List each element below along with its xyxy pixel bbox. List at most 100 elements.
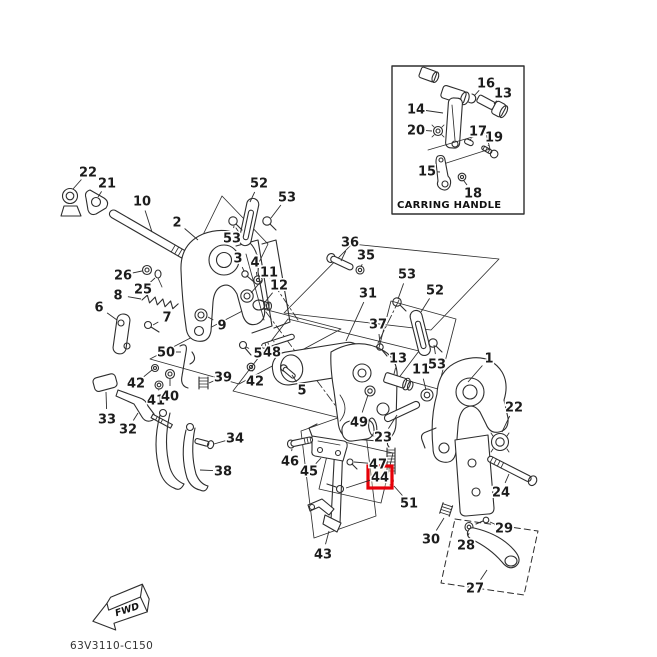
part-33-cap-art — [92, 373, 118, 392]
part-label-22: 22 — [79, 166, 97, 181]
leader-line-3 — [241, 266, 245, 272]
leader-line-11 — [422, 378, 427, 391]
part-41-nut-art — [154, 380, 164, 390]
part-label-24: 24 — [492, 486, 510, 501]
leader-line-24 — [504, 473, 510, 484]
part-30-spring-art — [439, 502, 454, 517]
leader-line-52 — [249, 191, 256, 203]
part-16-ring-art — [467, 93, 477, 104]
leader-line-2 — [184, 228, 199, 241]
leader-line-39 — [208, 380, 214, 384]
part-22-nut-art — [490, 432, 510, 453]
part-13-bushing-art — [383, 372, 414, 391]
part-label-53: 53 — [428, 358, 446, 373]
part-label-42: 42 — [127, 377, 145, 392]
part-label-48: 48 — [263, 346, 281, 361]
part-label-43: 43 — [314, 548, 332, 563]
part-20-nut-art — [431, 124, 445, 138]
part-38-stand-art — [155, 408, 209, 492]
part-label-20: 20 — [407, 124, 425, 139]
part-52-clip-art — [409, 309, 431, 357]
leader-line-19 — [487, 145, 489, 147]
inset-title: CARRING HANDLE — [397, 200, 501, 211]
part-label-17: 17 — [469, 125, 487, 140]
part-label-42: 42 — [246, 375, 264, 390]
leader-line-21 — [97, 191, 102, 198]
part-39-spring-art — [198, 376, 209, 390]
leader-line-16 — [473, 89, 480, 97]
leader-line-33 — [105, 391, 108, 410]
leader-line-30 — [435, 517, 445, 531]
part-3-screw-art — [241, 270, 255, 283]
part-label-15: 15 — [418, 165, 436, 180]
leader-line-36 — [340, 250, 347, 262]
leader-line-17 — [469, 138, 472, 141]
part-18-ring-art — [457, 172, 467, 182]
part-36-bolt-art — [326, 253, 354, 271]
leader-line-10 — [144, 210, 153, 233]
leader-line-26 — [132, 270, 143, 274]
leader-line-29 — [489, 521, 495, 525]
part-29-screw-art — [475, 516, 490, 525]
part-label-21: 21 — [98, 177, 116, 192]
part-code-label: 63V3110-C150 — [70, 640, 153, 652]
leader-line-53 — [433, 344, 436, 355]
leader-line-28 — [467, 532, 470, 536]
part-label-41: 41 — [147, 394, 165, 409]
part-15-lever-art — [435, 154, 452, 191]
part-label-35: 35 — [357, 249, 375, 264]
part-label-11: 11 — [260, 266, 278, 281]
part-label-29: 29 — [495, 522, 513, 537]
part-label-49: 49 — [350, 416, 368, 431]
leader-line-4 — [255, 271, 258, 277]
inset-bushing-art — [418, 66, 440, 84]
part-label-47: 47 — [369, 458, 387, 473]
part-label-37: 37 — [369, 318, 387, 333]
leader-line-13 — [393, 367, 397, 375]
part-label-8: 8 — [113, 289, 122, 304]
leader-line-22 — [72, 179, 82, 190]
part-9-grommet-art — [194, 308, 208, 322]
part-label-9: 9 — [217, 319, 226, 334]
fwd-arrow: FWD — [92, 583, 150, 631]
highlight-box[interactable] — [366, 464, 394, 490]
part-5-screw-art — [238, 340, 252, 356]
part-label-34: 34 — [226, 432, 244, 447]
part-label-23: 23 — [374, 431, 392, 446]
part-35-washer-art — [355, 265, 365, 275]
part-46-bolt-art — [286, 436, 314, 449]
leader-line-32 — [132, 412, 139, 421]
part-42-washer-art — [150, 363, 160, 373]
leader-line-9 — [207, 316, 214, 321]
leader-line-25 — [150, 277, 156, 283]
part-53-screw-art — [428, 338, 443, 353]
part-label-53: 53 — [278, 191, 296, 206]
part-label-27: 27 — [466, 582, 484, 597]
leader-line-49 — [361, 394, 369, 413]
leader-line-53 — [397, 283, 405, 300]
part-label-50: 50 — [157, 346, 175, 361]
part-label-46: 46 — [281, 455, 299, 470]
part-6-link-art — [112, 313, 131, 355]
part-47-screw-art — [346, 458, 358, 470]
part-label-52: 52 — [426, 284, 444, 299]
leader-line-42 — [143, 369, 153, 378]
part-25-washer-art — [154, 269, 163, 288]
part-21-plate-art — [84, 189, 109, 216]
part-label-52: 52 — [250, 177, 268, 192]
part-label-25: 25 — [134, 283, 152, 298]
part-23-pin-art — [383, 400, 421, 423]
part-label-53: 53 — [398, 268, 416, 283]
leader-line-34 — [213, 440, 226, 445]
diagram-artwork: CARRING HANDLE FWD 63V3110-C150 — [60, 65, 539, 652]
part-22-nut-art — [60, 187, 82, 217]
part-label-32: 32 — [119, 423, 137, 438]
leader-line-45 — [315, 457, 322, 465]
part-34-bolt-art — [194, 438, 215, 450]
leader-line-1 — [467, 365, 483, 383]
part-26-nut-art — [141, 264, 153, 276]
leader-line-12 — [264, 292, 273, 303]
leader-line-22 — [501, 415, 511, 433]
